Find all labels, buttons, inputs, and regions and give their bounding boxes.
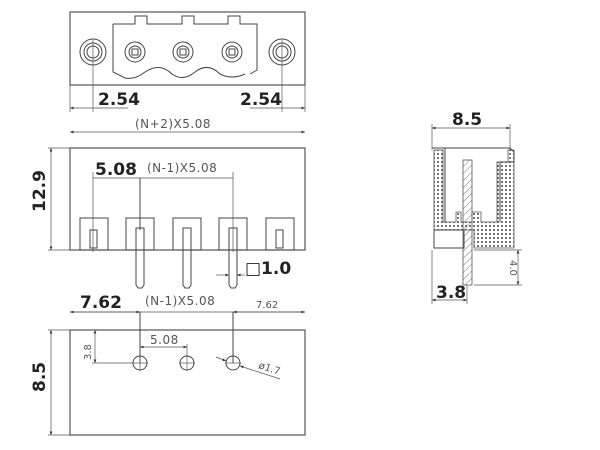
dim-overall-width: (N+2)X5.08 <box>135 117 211 131</box>
dim-left-offset: 7.62 <box>80 293 122 313</box>
bottom-view: 7.62 (N-1)X5.08 7.62 8.5 3.8 5.08 ø1.7 <box>30 293 306 436</box>
dim-pitch-span: (N-1)X5.08 <box>147 161 217 175</box>
front-view: (N+2)X5.08 12.9 5.08 (N-1)X5.08 □1.0 <box>30 117 306 289</box>
dim-left-2-54: 2.54 <box>98 90 140 110</box>
dim-pitch-5-08: 5.08 <box>95 160 137 180</box>
top-view: 2.54 2.54 <box>69 11 306 112</box>
dim-hole-pitch: 5.08 <box>150 333 179 347</box>
side-view: 8.5 4.0 3.8 <box>431 110 522 304</box>
screw-terminal-icons <box>124 41 243 63</box>
dim-pin-offset: 3.8 <box>436 283 466 303</box>
pin-slots <box>79 217 295 251</box>
dim-pin-size: □1.0 <box>245 259 291 279</box>
dim-right-offset: 7.62 <box>256 300 278 311</box>
dim-pin-length: 4.0 <box>507 260 518 276</box>
dim-height-12-9: 12.9 <box>30 170 50 212</box>
pin-holes <box>132 355 241 371</box>
dim-depth-8-5: 8.5 <box>30 362 50 392</box>
dim-side-width: 8.5 <box>452 110 482 130</box>
pin-section <box>462 159 473 286</box>
dim-hole-offset: 3.8 <box>83 344 94 360</box>
dim-right-2-54: 2.54 <box>240 90 282 110</box>
pins <box>135 227 238 289</box>
dim-bottom-pitch-span: (N-1)X5.08 <box>145 294 215 308</box>
